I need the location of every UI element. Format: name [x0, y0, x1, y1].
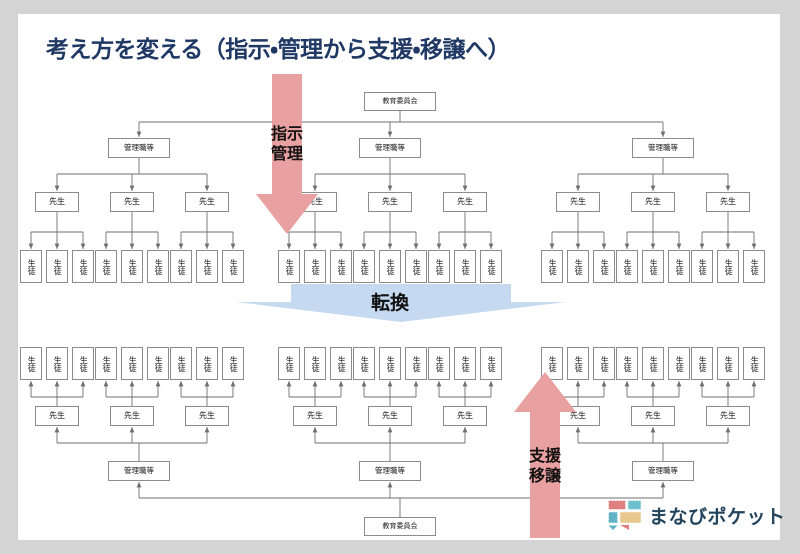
- node-student-top-23: 生徒: [642, 250, 664, 283]
- node-student-top-14: 生徒: [379, 250, 401, 283]
- node-student-top-12: 生徒: [330, 250, 352, 283]
- node-student-bottom-11: 生徒: [304, 347, 326, 380]
- node-student-top-6: 生徒: [147, 250, 169, 283]
- slide-canvas: 考え方を変える（指示・管理から支援・移譲へ） 教育委員会管理職等管理職等管理職等…: [18, 14, 785, 540]
- node-student-top-11: 生徒: [304, 250, 326, 283]
- node-student-top-4: 生徒: [95, 250, 117, 283]
- arrow-label-line2: 移譲: [528, 466, 561, 485]
- node-admin-bottom-2: 管理職等: [359, 461, 421, 481]
- node-student-bottom-22: 生徒: [616, 347, 638, 380]
- arrow-label-line2: 管理: [270, 144, 303, 163]
- node-teacher-bottom-6: 先生: [443, 406, 487, 426]
- node-student-top-13: 生徒: [353, 250, 375, 283]
- node-student-bottom-17: 生徒: [454, 347, 476, 380]
- node-student-bottom-21: 生徒: [593, 347, 615, 380]
- node-student-top-17: 生徒: [454, 250, 476, 283]
- node-teacher-bottom-8: 先生: [631, 406, 675, 426]
- node-student-bottom-9: 生徒: [222, 347, 244, 380]
- node-admin-bottom-1: 管理職等: [108, 461, 170, 481]
- node-student-bottom-12: 生徒: [330, 347, 352, 380]
- node-student-bottom-6: 生徒: [147, 347, 169, 380]
- node-student-bottom-16: 生徒: [428, 347, 450, 380]
- arrow-label-line1: 指示: [270, 124, 303, 143]
- node-teacher-top-5: 先生: [368, 192, 412, 212]
- node-student-top-1: 生徒: [20, 250, 42, 283]
- node-admin-top-3: 管理職等: [632, 138, 694, 158]
- node-teacher-bottom-1: 先生: [35, 406, 79, 426]
- node-teacher-top-3: 先生: [185, 192, 229, 212]
- node-admin-top-2: 管理職等: [359, 138, 421, 158]
- node-student-bottom-2: 生徒: [46, 347, 68, 380]
- node-admin-bottom-3: 管理職等: [632, 461, 694, 481]
- instruction-management-arrow: [256, 74, 318, 234]
- node-board-of-education-top: 教育委員会: [364, 92, 436, 111]
- node-student-top-22: 生徒: [616, 250, 638, 283]
- node-student-top-8: 生徒: [196, 250, 218, 283]
- node-teacher-bottom-3: 先生: [185, 406, 229, 426]
- node-teacher-bottom-4: 先生: [293, 406, 337, 426]
- node-student-bottom-25: 生徒: [691, 347, 713, 380]
- manabi-pocket-logo: まなびポケット: [608, 500, 786, 530]
- node-student-top-27: 生徒: [743, 250, 765, 283]
- node-student-top-2: 生徒: [46, 250, 68, 283]
- node-student-bottom-26: 生徒: [717, 347, 739, 380]
- node-admin-top-1: 管理職等: [108, 138, 170, 158]
- node-student-bottom-19: 生徒: [541, 347, 563, 380]
- transformation-arrow: [236, 284, 566, 326]
- node-student-bottom-13: 生徒: [353, 347, 375, 380]
- node-student-top-10: 生徒: [278, 250, 300, 283]
- node-student-top-7: 生徒: [170, 250, 192, 283]
- node-student-bottom-4: 生徒: [95, 347, 117, 380]
- node-student-bottom-14: 生徒: [379, 347, 401, 380]
- support-delegation-label: 支援 移譲: [514, 446, 576, 486]
- node-student-top-5: 生徒: [121, 250, 143, 283]
- transformation-label: 転換: [371, 292, 410, 314]
- node-student-bottom-27: 生徒: [743, 347, 765, 380]
- node-student-bottom-24: 生徒: [668, 347, 690, 380]
- arrow-label-line1: 支援: [528, 446, 561, 465]
- node-student-bottom-23: 生徒: [642, 347, 664, 380]
- node-student-bottom-5: 生徒: [121, 347, 143, 380]
- node-student-top-19: 生徒: [541, 250, 563, 283]
- support-delegation-arrow: [514, 372, 576, 538]
- node-student-bottom-8: 生徒: [196, 347, 218, 380]
- node-student-top-25: 生徒: [691, 250, 713, 283]
- node-teacher-top-6: 先生: [443, 192, 487, 212]
- page-title: 考え方を変える（指示・管理から支援・移譲へ）: [46, 37, 510, 63]
- node-teacher-bottom-5: 先生: [368, 406, 412, 426]
- node-teacher-top-1: 先生: [35, 192, 79, 212]
- node-student-top-21: 生徒: [593, 250, 615, 283]
- node-teacher-bottom-9: 先生: [706, 406, 750, 426]
- node-teacher-top-9: 先生: [706, 192, 750, 212]
- node-student-bottom-7: 生徒: [170, 347, 192, 380]
- node-student-top-24: 生徒: [668, 250, 690, 283]
- node-student-top-3: 生徒: [72, 250, 94, 283]
- node-student-bottom-1: 生徒: [20, 347, 42, 380]
- node-student-top-16: 生徒: [428, 250, 450, 283]
- instruction-management-label: 指示 管理: [256, 124, 318, 164]
- node-student-top-26: 生徒: [717, 250, 739, 283]
- manabi-pocket-logo-text: まなびポケット: [649, 505, 786, 528]
- node-student-top-9: 生徒: [222, 250, 244, 283]
- node-student-bottom-3: 生徒: [72, 347, 94, 380]
- manabi-pocket-logo-icon: [608, 500, 642, 530]
- node-teacher-top-8: 先生: [631, 192, 675, 212]
- node-student-top-18: 生徒: [480, 250, 502, 283]
- node-student-top-20: 生徒: [567, 250, 589, 283]
- node-teacher-bottom-2: 先生: [110, 406, 154, 426]
- node-student-bottom-10: 生徒: [278, 347, 300, 380]
- node-teacher-top-2: 先生: [110, 192, 154, 212]
- node-board-of-education-bottom: 教育委員会: [364, 517, 436, 536]
- node-student-bottom-20: 生徒: [567, 347, 589, 380]
- node-student-bottom-18: 生徒: [480, 347, 502, 380]
- node-teacher-top-7: 先生: [556, 192, 600, 212]
- node-student-bottom-15: 生徒: [405, 347, 427, 380]
- node-student-top-15: 生徒: [405, 250, 427, 283]
